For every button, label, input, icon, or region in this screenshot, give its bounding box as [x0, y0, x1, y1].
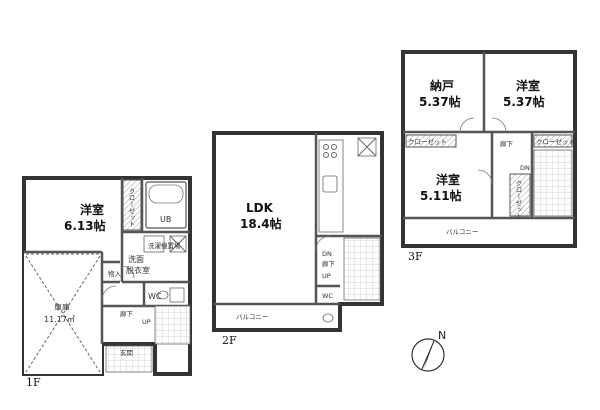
1f-garage-area: 11.17㎡ — [44, 315, 75, 324]
2f-up-label: UP — [322, 272, 331, 280]
3f-closet1-label: クローゼット — [408, 137, 447, 146]
1f-wash-machine-label: 洗濯機置場 — [148, 241, 181, 250]
3f-closet3-label: クローゼット — [514, 180, 522, 220]
1f-hallway-label: 廊下 — [120, 309, 134, 318]
3f-western2-area: 5.11帖 — [420, 188, 462, 203]
2f-ldk-name: LDK — [246, 201, 274, 215]
1f-washroom-line2: 脱衣室 — [126, 265, 150, 275]
1f-washroom-line1: 洗面 — [128, 254, 144, 264]
1f-wc-label: WC — [148, 292, 162, 301]
3f-closet2-label: クローゼット — [536, 137, 575, 146]
1f-unit-bath-label: UB — [160, 215, 171, 224]
floor-2 — [212, 131, 384, 332]
2f-floor-label: 2F — [222, 334, 237, 347]
3f-balcony-label: バルコニー — [446, 228, 478, 236]
1f-storage-label: 物入 — [108, 269, 122, 278]
compass-north-label: N — [438, 329, 446, 342]
1f-western-room-name: 洋室 — [80, 202, 104, 217]
1f-up-label: UP — [142, 318, 151, 326]
2f-ldk-area: 18.4帖 — [240, 216, 282, 231]
3f-storeroom-area: 5.37帖 — [419, 94, 461, 109]
1f-garage-name: 車庫 — [54, 302, 70, 312]
3f-western1-name: 洋室 — [516, 78, 540, 93]
1f-western-room-area: 6.13帖 — [64, 218, 106, 233]
1f-closet-label: クローゼット — [127, 188, 135, 228]
compass — [411, 338, 445, 372]
2f-dn-label: DN — [322, 250, 332, 258]
3f-storeroom-name: 納戸 — [430, 78, 454, 93]
1f-entrance-label: 玄関 — [120, 348, 133, 357]
2f-hallway-label: 廊下 — [322, 259, 336, 268]
3f-floor-label: 3F — [408, 250, 423, 263]
2f-wc-label: WC — [322, 292, 333, 300]
3f-hallway-label: 廊下 — [500, 139, 514, 148]
3f-dn-label: DN — [520, 164, 530, 172]
floor-3 — [401, 50, 577, 248]
1f-floor-label: 1F — [26, 376, 41, 389]
3f-western2-name: 洋室 — [436, 172, 460, 187]
3f-western1-area: 5.37帖 — [503, 94, 545, 109]
2f-balcony-label: バルコニー — [236, 313, 268, 321]
floor-1 — [22, 176, 192, 376]
